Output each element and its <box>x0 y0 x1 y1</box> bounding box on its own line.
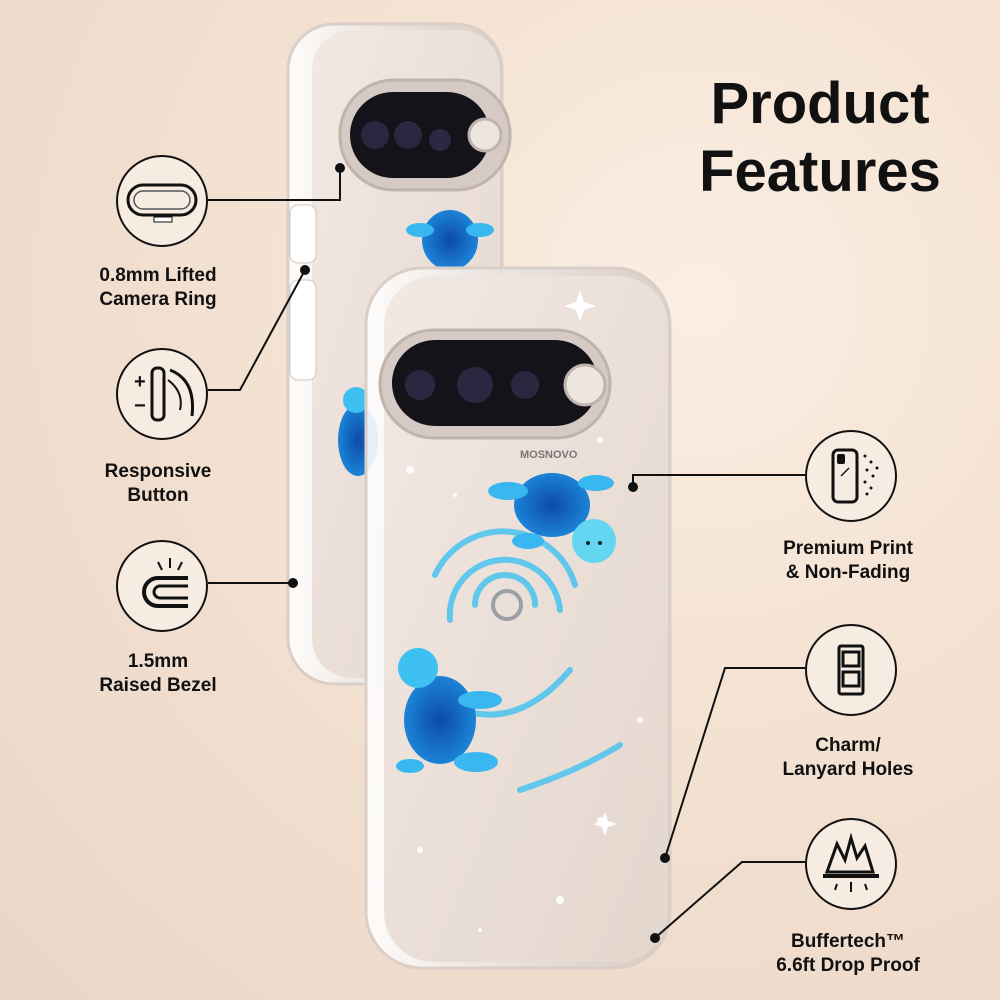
page-title: Product Features <box>690 70 950 206</box>
feature-label-line-1: Buffertech™ <box>790 931 905 952</box>
phone-print-icon <box>805 430 897 522</box>
camera-ring-icon <box>116 155 208 247</box>
title-line-1: Product <box>710 71 930 136</box>
feature-label: Charm/ Lanyard Holes <box>748 734 948 782</box>
svg-text:−: − <box>134 395 146 417</box>
feature-label-line-2: 6.6ft Drop Proof <box>776 955 920 976</box>
drop-impact-icon <box>805 818 897 910</box>
feature-label-line-1: Responsive <box>104 461 212 482</box>
front-phone-case: MOSNOVO <box>364 266 672 970</box>
turtle-graphic <box>488 473 616 563</box>
title-line-2: Features <box>699 139 941 204</box>
feature-label: 0.8mm Lifted Camera Ring <box>58 264 258 312</box>
feature-label: Responsive Button <box>58 460 258 508</box>
feature-label-line-1: 1.5mm <box>127 651 189 672</box>
feature-label-line-1: Premium Print <box>783 538 913 559</box>
feature-label-line-2: Camera Ring <box>99 289 217 310</box>
feature-label-line-1: Charm/ <box>815 735 881 756</box>
lanyard-hole-icon <box>805 624 897 716</box>
feature-label-line-1: 0.8mm Lifted <box>99 265 217 286</box>
brand-logo-text: MOSNOVO <box>520 449 578 461</box>
feature-label: Buffertech™ 6.6ft Drop Proof <box>748 930 948 978</box>
bezel-icon <box>116 540 208 632</box>
feature-label-line-2: Lanyard Holes <box>782 759 914 780</box>
feature-label: 1.5mm Raised Bezel <box>58 650 258 698</box>
feature-label-line-2: Button <box>127 485 189 506</box>
feature-label-line-2: & Non-Fading <box>785 562 911 583</box>
feature-label: Premium Print & Non-Fading <box>748 537 948 585</box>
feature-label-line-2: Raised Bezel <box>99 675 217 696</box>
turtle-graphic-2 <box>396 648 502 773</box>
svg-text:+: + <box>134 371 146 393</box>
button-icon: + − <box>116 348 208 440</box>
